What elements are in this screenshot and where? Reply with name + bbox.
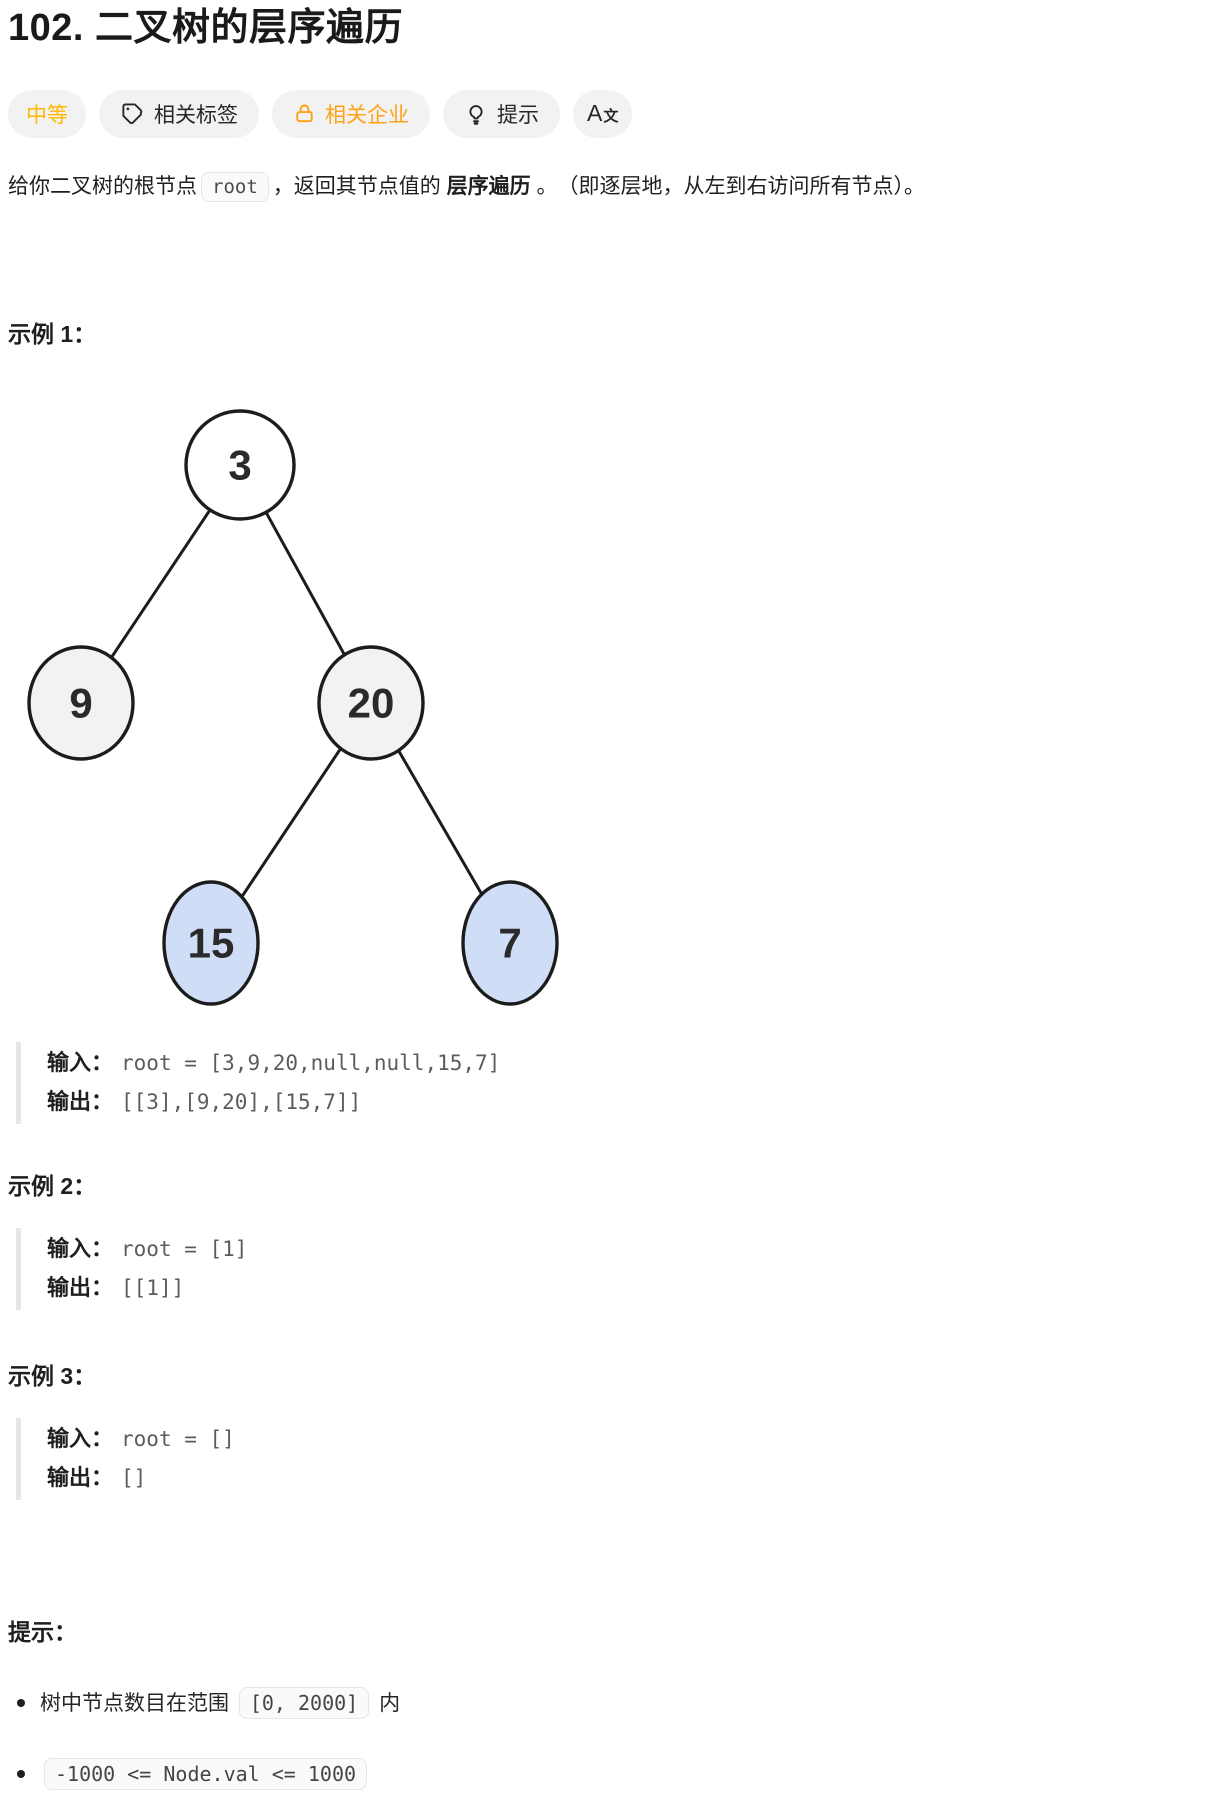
- related-companies-label: 相关企业: [325, 103, 409, 127]
- constraints-heading: 提示：: [8, 1619, 77, 1646]
- binary-tree-figure: 3 9 20 15 7: [8, 393, 1195, 1016]
- example-1-output: 输出： [[3],[9,20],[15,7]]: [47, 1083, 1195, 1122]
- page-title: 102. 二叉树的层序遍历: [8, 7, 404, 49]
- example-1-input: 输入： root = [3,9,20,null,null,15,7]: [47, 1044, 1195, 1083]
- input-label: 输入：: [47, 1050, 114, 1076]
- tree-node: 7: [461, 880, 559, 1007]
- difficulty-badge[interactable]: 中等: [8, 89, 86, 138]
- example-2-input: 输入： root = [1]: [47, 1230, 1195, 1269]
- binary-tree-diagram: 3 9 20 15 7: [27, 409, 559, 1007]
- description-text: 给你二叉树的根节点: [8, 174, 197, 198]
- input-label: 输入：: [47, 1426, 114, 1452]
- input-label: 输入：: [47, 1236, 114, 1262]
- tree-node: 15: [162, 880, 260, 1007]
- example-2-output: 输出： [[1]]: [47, 1269, 1195, 1308]
- constraint-item: 树中节点数目在范围 [0, 2000] 内: [8, 1687, 1195, 1720]
- related-tags-label: 相关标签: [154, 103, 238, 127]
- output-label: 输出：: [47, 1275, 114, 1301]
- example-2-block: 输入： root = [1] 输出： [[1]]: [16, 1228, 1195, 1311]
- hint-label: 提示: [497, 103, 539, 127]
- description-bold: 层序遍历: [446, 174, 531, 198]
- example-3-input: 输入： root = []: [47, 1420, 1195, 1459]
- tag-icon: [120, 101, 145, 126]
- input-value: root = []: [121, 1427, 235, 1452]
- tree-node-value: 15: [188, 920, 235, 967]
- constraints-list: 树中节点数目在范围 [0, 2000] 内 -1000 <= Node.val …: [8, 1687, 1195, 1791]
- example-2-heading: 示例 2：: [8, 1173, 97, 1200]
- input-value: root = [1]: [121, 1237, 248, 1262]
- constraint-item: -1000 <= Node.val <= 1000: [8, 1758, 1195, 1791]
- translate-icon: A: [587, 100, 603, 127]
- tree-node-value: 7: [498, 920, 521, 967]
- tree-node: 20: [317, 645, 425, 762]
- related-tags-button[interactable]: 相关标签: [99, 89, 259, 138]
- output-value: []: [121, 1466, 147, 1491]
- inline-code-root: root: [201, 171, 269, 202]
- badge-row: 中等 相关标签 相关企业: [8, 89, 1195, 138]
- output-value: [[1]]: [121, 1276, 185, 1301]
- output-value: [[3],[9,20],[15,7]]: [121, 1090, 362, 1115]
- example-3-heading: 示例 3：: [8, 1363, 97, 1390]
- hint-button[interactable]: 提示: [443, 89, 560, 138]
- input-value: root = [3,9,20,null,null,15,7]: [121, 1051, 501, 1076]
- tree-node-value: 9: [69, 680, 92, 727]
- output-label: 输出：: [47, 1465, 114, 1491]
- lightbulb-icon: [464, 102, 488, 126]
- constraint-code: [0, 2000]: [238, 1687, 370, 1720]
- tree-node: 3: [184, 409, 296, 522]
- tree-node-value: 20: [348, 680, 395, 727]
- constraint-code: -1000 <= Node.val <= 1000: [44, 1758, 368, 1791]
- output-label: 输出：: [47, 1089, 114, 1115]
- example-3-block: 输入： root = [] 输出： []: [16, 1418, 1195, 1501]
- tree-node-value: 3: [228, 442, 251, 489]
- tree-node: 9: [27, 645, 135, 762]
- related-companies-button[interactable]: 相关企业: [272, 89, 430, 138]
- example-1-heading: 示例 1：: [8, 320, 97, 347]
- example-1-block: 输入： root = [3,9,20,null,null,15,7] 输出： [[3…: [16, 1042, 1195, 1125]
- lock-icon: [293, 102, 316, 125]
- example-3-output: 输出： []: [47, 1459, 1195, 1498]
